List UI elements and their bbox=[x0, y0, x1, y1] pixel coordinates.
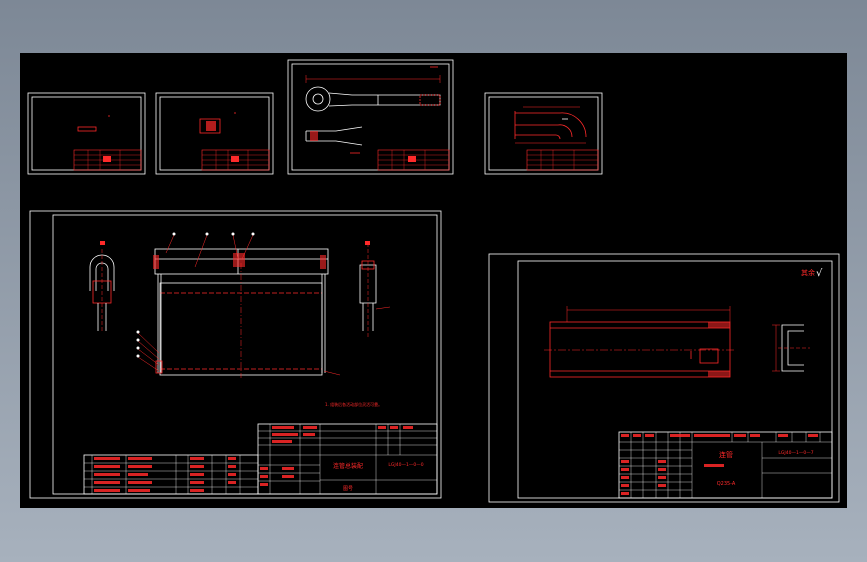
sheet-detail-2[interactable] bbox=[155, 92, 274, 175]
part-material: Q235-A bbox=[717, 481, 736, 487]
roughness-label: 其余 bbox=[801, 268, 815, 277]
assembly-right-view bbox=[359, 241, 391, 338]
roughness-note: 其余 √ bbox=[801, 268, 823, 279]
part-side-view bbox=[772, 324, 810, 372]
part-title-block: 连管 Q235-A LGJ40—1—0—7 bbox=[618, 431, 833, 499]
assembly-title-block: 连管总装配 LGJ40—1—0—0 图号 bbox=[257, 423, 438, 495]
sheet-part[interactable]: 其余 √ bbox=[488, 253, 840, 503]
assembly-front-view bbox=[136, 232, 341, 378]
sheet-detail-1[interactable] bbox=[27, 92, 146, 175]
part-drawing-no: LGJ40—1—0—7 bbox=[778, 450, 813, 456]
part-front-view bbox=[544, 306, 736, 378]
assembly-parts-list bbox=[83, 454, 259, 495]
cad-drawing: 1. 组装后各活动部位灵活可靠。 bbox=[27, 59, 840, 503]
sheet-detail-eye[interactable] bbox=[287, 59, 454, 175]
sheet-assembly[interactable]: 1. 组装后各活动部位灵活可靠。 bbox=[29, 210, 442, 499]
assembly-left-view bbox=[89, 241, 115, 333]
assembly-company: 图号 bbox=[343, 486, 353, 492]
part-title: 连管 bbox=[719, 450, 733, 459]
roughness-symbol: √ bbox=[816, 268, 823, 279]
assembly-drawing-no: LGJ40—1—0—0 bbox=[388, 462, 423, 468]
assembly-note: 1. 组装后各活动部位灵活可靠。 bbox=[325, 401, 382, 407]
sheet-detail-bend[interactable] bbox=[484, 92, 603, 175]
assembly-title: 连管总装配 bbox=[333, 462, 363, 470]
cad-model-space[interactable]: 1. 组装后各活动部位灵活可靠。 bbox=[20, 53, 847, 508]
